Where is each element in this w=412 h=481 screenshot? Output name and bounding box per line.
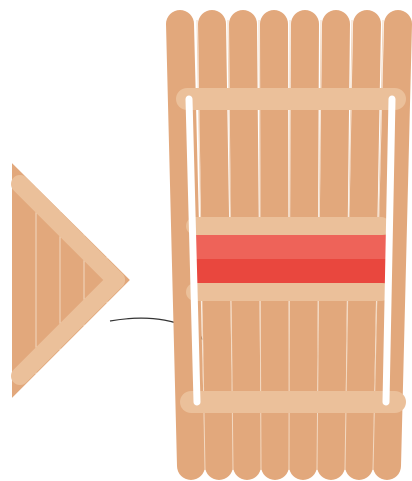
red-band-top [193, 235, 390, 259]
hourglass-stick-frame-icon [166, 10, 412, 480]
lower-mid-brace [186, 283, 390, 301]
triangle-stick-piece-icon [12, 163, 130, 398]
upper-mid-brace [186, 217, 390, 235]
top-cross-brace [176, 88, 406, 110]
bottom-cross-brace [180, 391, 406, 413]
red-band-bottom [193, 259, 390, 283]
